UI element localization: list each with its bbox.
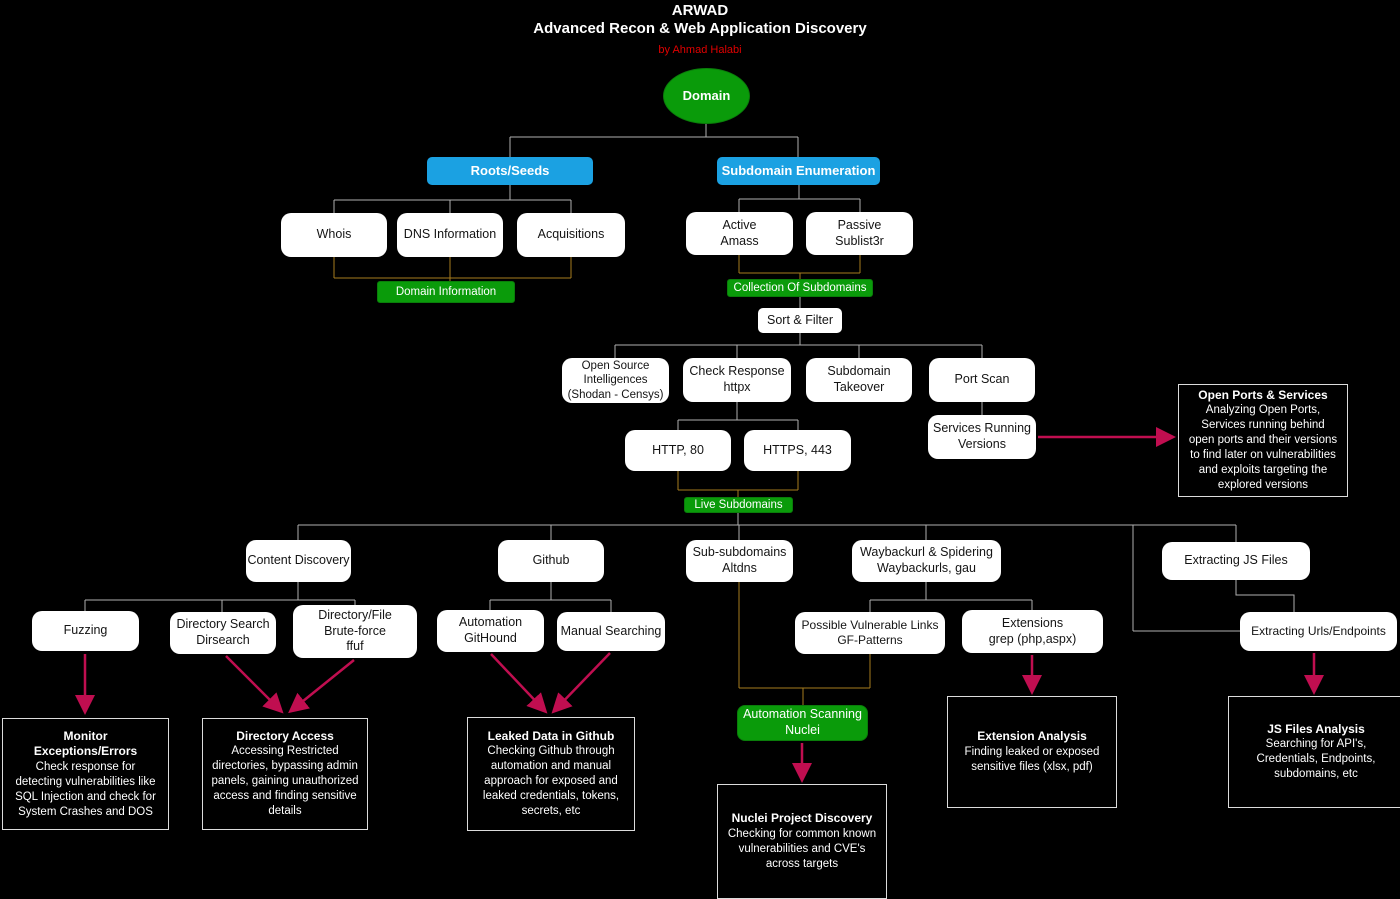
node-domain-information: Domain Information	[377, 281, 515, 303]
infobox-open-ports-services: Open Ports & Services Analyzing Open Por…	[1178, 384, 1348, 497]
infobox-leaked-github-body: Checking Github through automation and m…	[482, 745, 620, 818]
infobox-extension-analysis-title: Extension Analysis	[977, 729, 1087, 744]
infobox-directory-access: Directory Access Accessing Restricted di…	[202, 718, 368, 830]
node-automation-githound: Automation GitHound	[437, 610, 544, 652]
node-github: Github	[498, 540, 604, 582]
infobox-directory-access-title: Directory Access	[236, 728, 334, 743]
node-manual-searching: Manual Searching	[557, 612, 665, 651]
infobox-leaked-data-github: Leaked Data in Github Checking Github th…	[467, 717, 635, 831]
node-passive-sublist3r: Passive Sublist3r	[806, 212, 913, 255]
infobox-nuclei-project-discovery: Nuclei Project Discovery Checking for co…	[717, 784, 887, 899]
node-subdomain-enumeration: Subdomain Enumeration	[717, 157, 880, 185]
infobox-js-files-analysis: JS Files Analysis Searching for API's, C…	[1228, 696, 1400, 808]
diagram-title: ARWAD	[671, 2, 729, 19]
node-live-subdomains: Live Subdomains	[684, 497, 793, 513]
infobox-js-analysis-title: JS Files Analysis	[1267, 721, 1365, 736]
node-services-running-versions: Services Running Versions	[928, 415, 1036, 459]
node-open-source-intelligences: Open Source Intelligences (Shodan - Cens…	[562, 358, 669, 403]
infobox-open-ports-title: Open Ports & Services	[1198, 387, 1328, 402]
diagram-subtitle: Advanced Recon & Web Application Discove…	[533, 20, 867, 37]
node-domain: Domain	[663, 68, 750, 124]
infobox-monitor-body: Check response for detecting vulnerabili…	[15, 760, 156, 818]
node-active-amass: Active Amass	[686, 212, 793, 255]
node-dns-information: DNS Information	[397, 213, 503, 257]
node-extensions-grep: Extensions grep (php,aspx)	[962, 610, 1103, 653]
node-content-discovery: Content Discovery	[246, 540, 351, 582]
infobox-nuclei-title: Nuclei Project Discovery	[731, 811, 873, 826]
node-sort-filter: Sort & Filter	[758, 308, 842, 333]
node-roots-seeds: Roots/Seeds	[427, 157, 593, 185]
infobox-monitor-exceptions: Monitor Exceptions/Errors Check response…	[2, 718, 169, 830]
node-automation-scanning-nuclei: Automation Scanning Nuclei	[737, 705, 868, 741]
node-subdomain-takeover: Subdomain Takeover	[806, 358, 912, 402]
node-http-80: HTTP, 80	[625, 430, 731, 471]
node-collection-of-subdomains: Collection Of Subdomains	[727, 279, 873, 297]
node-directory-file-bruteforce-ffuf: Directory/File Brute-force ffuf	[293, 605, 417, 658]
node-port-scan: Port Scan	[929, 358, 1035, 402]
node-directory-search-dirsearch: Directory Search Dirsearch	[170, 612, 276, 654]
node-extracting-js-files: Extracting JS Files	[1162, 542, 1310, 580]
node-https-443: HTTPS, 443	[744, 430, 851, 471]
infobox-open-ports-body: Analyzing Open Ports, Services running b…	[1188, 404, 1338, 492]
node-fuzzing: Fuzzing	[32, 611, 139, 651]
diagram-byline: by Ahmad Halabi	[658, 44, 742, 56]
infobox-extension-analysis: Extension Analysis Finding leaked or exp…	[947, 696, 1117, 808]
node-check-response-httpx: Check Response httpx	[683, 358, 791, 402]
node-acquisitions: Acquisitions	[517, 213, 625, 257]
infobox-leaked-github-title: Leaked Data in Github	[487, 728, 615, 743]
node-extracting-urls-endpoints: Extracting Urls/Endpoints	[1240, 612, 1397, 651]
diagram-header: ARWAD Advanced Recon & Web Application D…	[0, 2, 1400, 56]
node-sub-subdomains-altdns: Sub-subdomains Altdns	[686, 540, 793, 582]
node-whois: Whois	[281, 213, 387, 257]
node-possible-vulnerable-links: Possible Vulnerable Links GF-Patterns	[795, 612, 945, 654]
infobox-extension-analysis-body: Finding leaked or exposed sensitive file…	[964, 745, 1100, 773]
infobox-directory-access-body: Accessing Restricted directories, bypass…	[211, 745, 359, 818]
node-waybackurl-spidering: Waybackurl & Spidering Waybackurls, gau	[852, 540, 1001, 582]
infobox-js-analysis-body: Searching for API's, Credentials, Endpoi…	[1256, 738, 1376, 781]
infobox-monitor-title: Monitor Exceptions/Errors	[33, 728, 138, 759]
infobox-nuclei-body: Checking for common known vulnerabilitie…	[727, 827, 877, 870]
